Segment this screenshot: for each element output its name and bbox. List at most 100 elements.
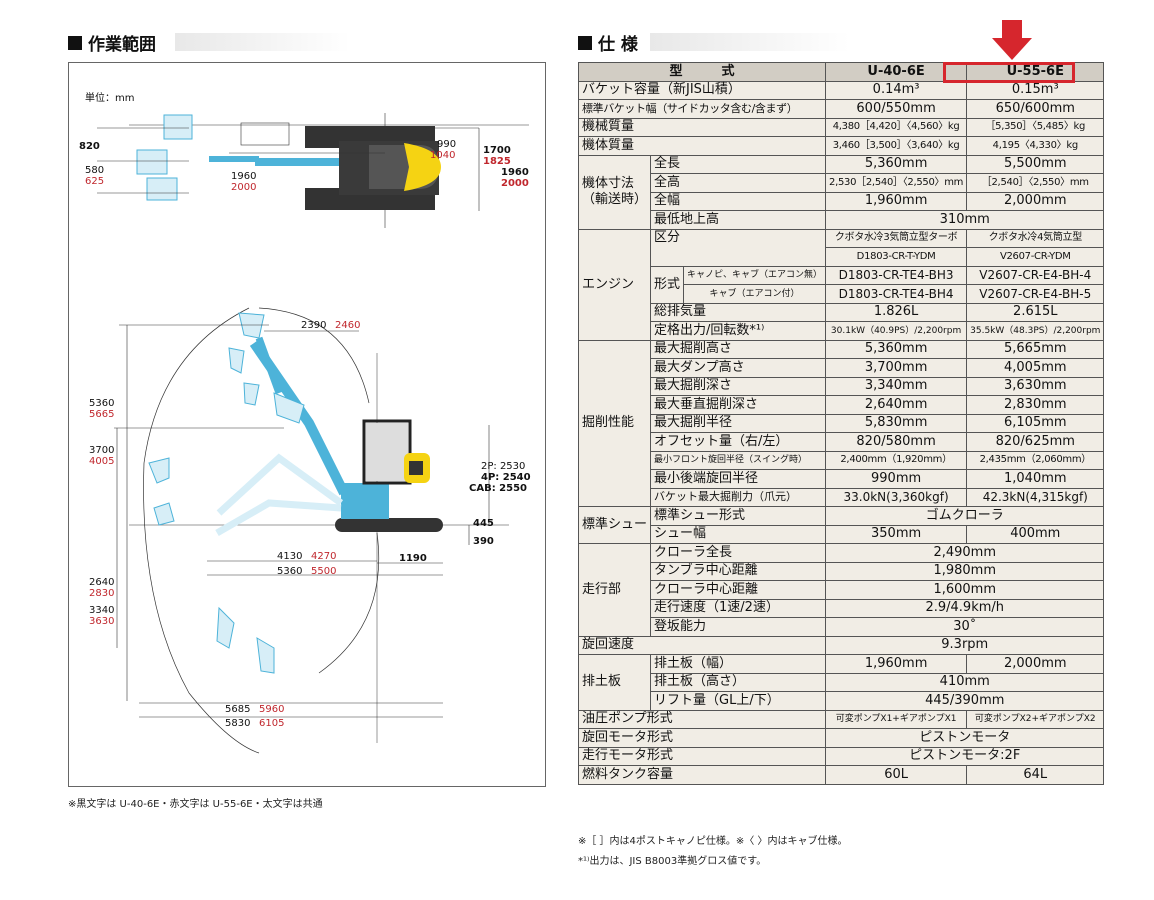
spec-note-2: *¹⁾出力は、JIS B8003準拠グロス値です。 [578,856,767,867]
dim-3340: 3340 [89,605,115,616]
cell-u40: 1,960mm [825,191,968,211]
row-label: クローラ全長 [650,543,827,563]
dim-2460: 2460 [335,320,361,331]
cell-shared: ゴムクローラ [825,506,1105,526]
cell-u55: 可変ポンプX2+ギアポンプX2 [966,709,1105,729]
row-label: 排土板（幅） [650,654,827,674]
excavator-diagram [97,113,529,754]
cell-u55: 2,000mm [966,191,1105,211]
dim-1190: 1190 [399,553,427,564]
row-label: 機械質量 [577,117,827,137]
row-label: 最大掘削半径 [650,413,827,433]
cell-u55: 820/625mm [966,432,1105,452]
cell-u40: 3,460［3,500］〈3,640〉kg [825,136,968,156]
row-label: 標準シュー形式 [650,506,827,526]
row-label: 登坂能力 [650,617,827,637]
row-label: 定格出力/回転数*¹⁾ [650,321,827,341]
cell-u40: 4,380［4,420］〈4,560〉kg [825,117,968,137]
cell-u55: 0.15m³ [966,80,1105,100]
arrow-down-icon [992,20,1032,60]
spec-table: 型 式 U-40-6E U-55-6E バケット容量（新JIS山積）0.14m³… [577,62,1105,785]
dim-1825: 1825 [483,156,511,167]
dim-1960: 1960 [231,171,257,182]
table-header: 型 式 U-40-6E U-55-6E [577,62,1105,82]
row-label: 最大ダンプ高さ [650,358,827,378]
unit-label: 単位：mm [85,93,135,104]
row-label: リフト量（GL上/下） [650,691,827,711]
category-blade: 排土板 [577,654,652,711]
cell-u40: 5,360mm [825,154,968,174]
work-range-title-text: 作業範囲 [88,35,156,55]
row-label: 形式 [650,265,685,304]
cell-u40: 5,830mm [825,413,968,433]
row-label: 最大掘削高さ [650,339,827,359]
dim-2640: 2640 [89,577,115,588]
table-row: エンジン区分クボタ水冷3気筒立型ターボクボタ水冷4気筒立型 [577,228,1105,341]
cell-u55: ［2,540］〈2,550〉mm [966,173,1105,193]
cell-u40: クボタ水冷3気筒立型ターボ [825,228,968,248]
cell-u55: 400mm [966,524,1105,544]
row-label: バケット容量（新JIS山積） [577,80,827,100]
cell-u55: 5,665mm [966,339,1105,359]
table-row: 標準シュー標準シュー形式ゴムクローラ [577,506,1105,544]
cell-u40: 820/580mm [825,432,968,452]
cell-u55: 42.3kN(4,315kgf) [966,487,1105,507]
cell-u55: 35.5kW（48.3PS）/2,200rpm [966,321,1105,341]
row-label: 最小フロント旋回半径（スイング時） [650,450,827,470]
section-square-icon [68,35,82,50]
dim-2390: 2390 [301,320,327,331]
dim-2830: 2830 [89,588,115,599]
cell-shared: 445/390mm [825,691,1105,711]
row-label: 全高 [650,173,827,193]
row-sublabel: キャブ（エアコン付） [683,284,827,304]
dim-5360b: 5360 [277,566,303,577]
dim-445: 445 [473,518,494,529]
cell-u55: クボタ水冷4気筒立型 [966,228,1105,248]
row-label: オフセット量（右/左） [650,432,827,452]
category-travel: 走行部 [577,543,652,637]
row-label: クローラ中心距離 [650,580,827,600]
cell-u55: 64L [966,765,1105,785]
cell-u40: 1,960mm [825,654,968,674]
cell-u40: 600/550mm [825,99,968,119]
cell-shared: 310mm [825,210,1105,230]
category-digging: 掘削性能 [577,339,652,507]
spec-note-1: ※［ ］内は4ポストキャノピ仕様。※〈 〉内はキャブ仕様。 [578,836,848,847]
dim-5665: 5665 [89,409,115,420]
row-label: 走行速度（1速/2速） [650,598,827,618]
cell-u55: V2607-CR-E4-BH-4 [966,265,1105,285]
title-bar [175,33,350,51]
cell-u55: 4,195〈4,330〉kg [966,136,1105,156]
cell-u40: 3,700mm [825,358,968,378]
dim-5360: 5360 [89,398,115,409]
cell-u55: V2607-CR-E4-BH-5 [966,284,1105,304]
cell-u40: 2,400mm（1,920mm） [825,450,968,470]
highlight-box [943,62,1075,83]
cell-u55: 650/600mm [966,99,1105,119]
dim-580: 580 [85,165,105,176]
cell-u55: 3,630mm [966,376,1105,396]
dim-3630: 3630 [89,616,115,627]
cell-shared: ピストンモータ [825,728,1105,748]
title-bar [650,33,850,51]
dim-cab-cab: CAB: 2550 [469,483,528,494]
table-row: 走行モータ形式ピストンモータ:2F [577,746,1105,766]
dim-820: 820 [79,141,100,152]
section-square-icon [578,35,592,50]
row-label: 最大掘削深さ [650,376,827,396]
dim-2000: 2000 [231,182,257,193]
row-label: 機体質量 [577,136,827,156]
